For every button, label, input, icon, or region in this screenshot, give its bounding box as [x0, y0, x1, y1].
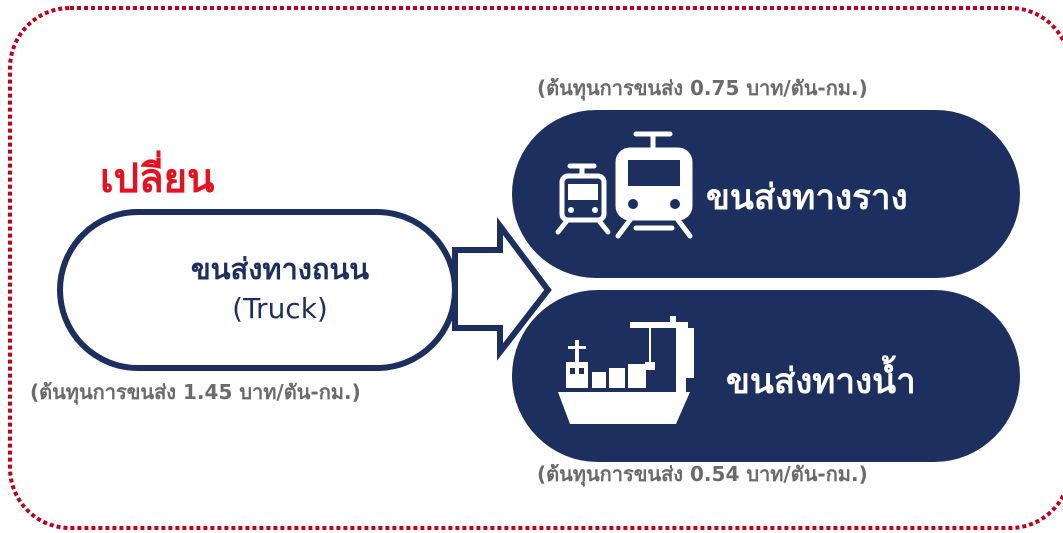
train-icon [555, 131, 693, 239]
road-cost-text: (ต้นทุนการขนส่ง 1.45 บาท/ตัน-กม.) [30, 380, 361, 404]
arrow-right-icon [452, 217, 552, 361]
ship-crane-icon [558, 316, 694, 424]
rail-transport-label: ขนส่งทางราง [706, 178, 908, 218]
rail-cost-text: (ต้นทุนการขนส่ง 0.75 บาท/ตัน-กม.) [537, 76, 868, 100]
water-transport-label: ขนส่งทางน้ำ [726, 362, 916, 402]
road-transport-label: ขนส่งทางถนน [190, 252, 370, 286]
water-cost-text: (ต้นทุนการขนส่ง 0.54 บาท/ตัน-กม.) [537, 462, 868, 486]
road-transport-english-label: (Truck) [232, 292, 328, 325]
dotted-border [8, 6, 1063, 530]
change-label: เปลี่ยน [100, 156, 215, 202]
